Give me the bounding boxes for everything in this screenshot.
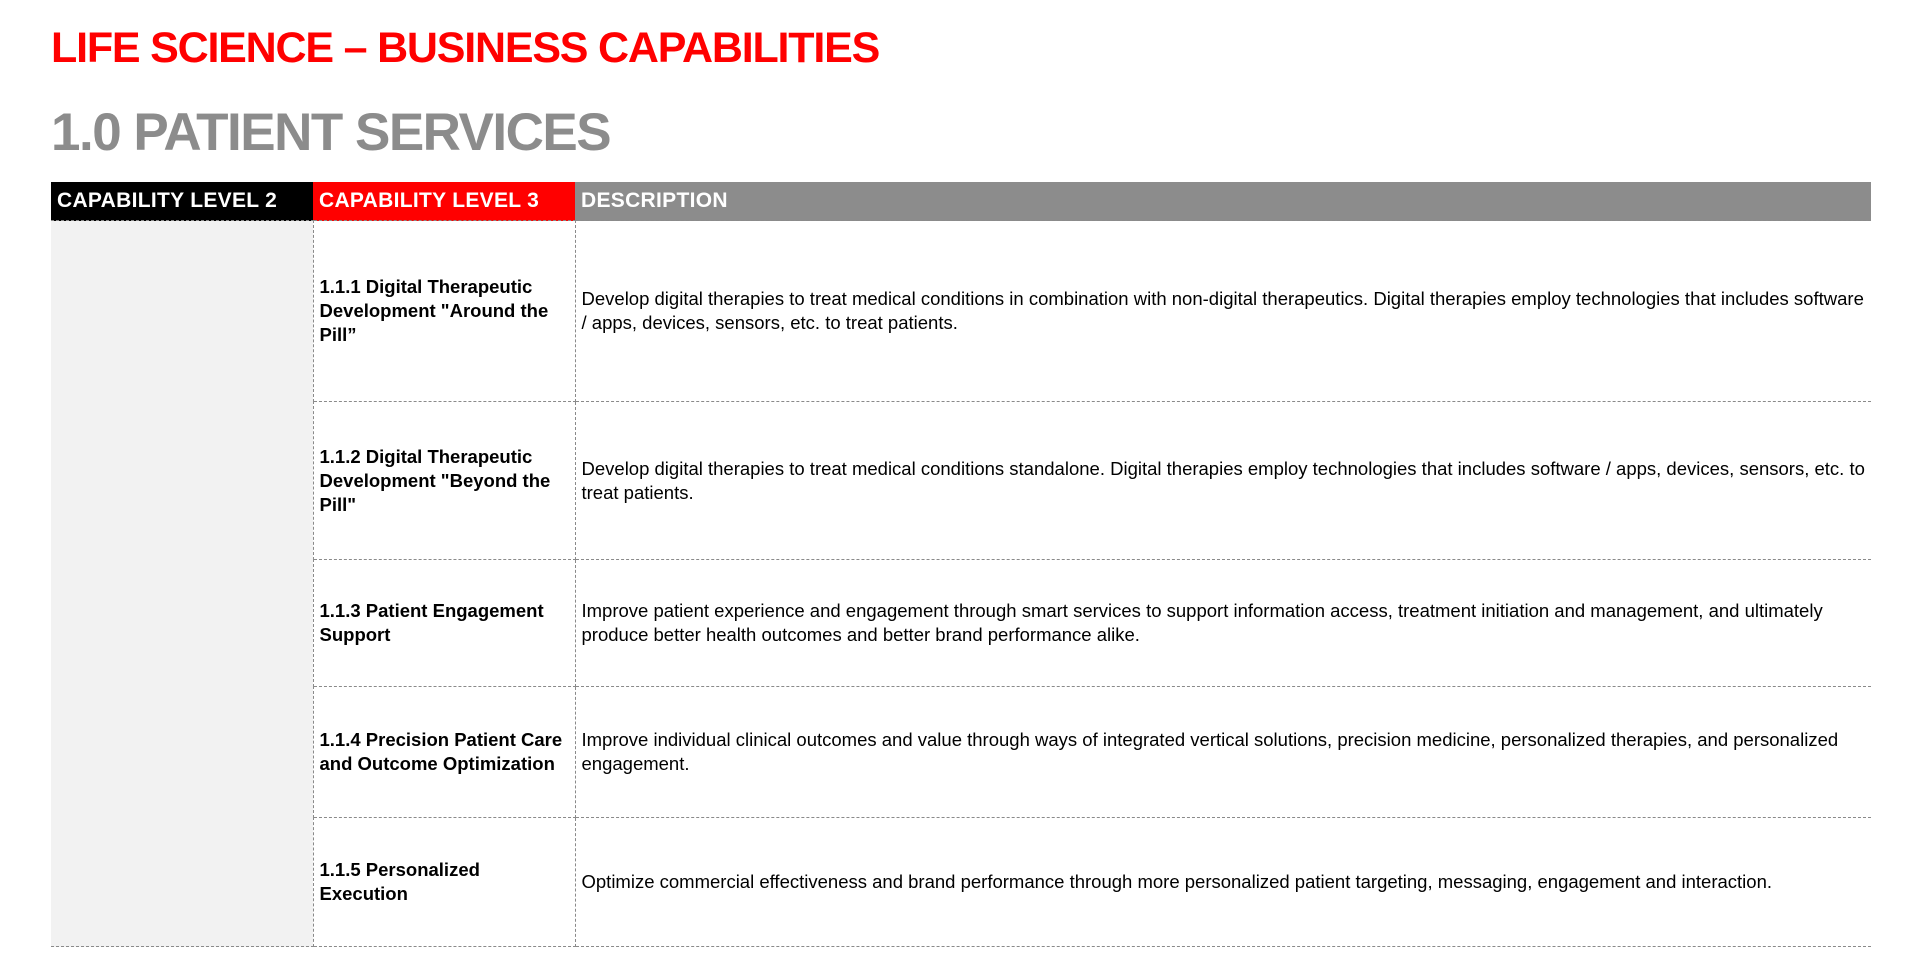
level3-cell: 1.1.2 Digital Therapeutic Development "B…	[313, 401, 576, 560]
page-title: LIFE SCIENCE – BUSINESS CAPABILITIES	[51, 24, 880, 72]
description-cell: Improve individual clinical outcomes and…	[575, 686, 1871, 818]
table-row: 1.1.3 Patient Engagement Support Improve…	[51, 559, 1871, 687]
table-header: CAPABILITY LEVEL 2 CAPABILITY LEVEL 3 DE…	[51, 182, 1871, 221]
table-row: 1.1.1 Digital Therapeutic Development "A…	[51, 220, 1871, 947]
section-title: 1.0 PATIENT SERVICES	[51, 103, 612, 162]
level3-cell: 1.1.1 Digital Therapeutic Development "A…	[313, 220, 576, 402]
description-cell: Optimize commercial effectiveness and br…	[575, 817, 1871, 947]
level3-cell: 1.1.3 Patient Engagement Support	[313, 559, 576, 687]
level2-cell	[51, 220, 314, 947]
description-cell: Improve patient experience and engagemen…	[575, 559, 1871, 687]
table-row: 1.1.2 Digital Therapeutic Development "B…	[51, 401, 1871, 560]
table-row: 1.1.5 Personalized Execution Optimize co…	[51, 817, 1871, 947]
column-header-level3: CAPABILITY LEVEL 3	[313, 182, 575, 221]
description-cell: Develop digital therapies to treat medic…	[575, 220, 1871, 402]
table-body: 1.1.1 Digital Therapeutic Development "A…	[51, 220, 1871, 947]
description-cell: Develop digital therapies to treat medic…	[575, 401, 1871, 560]
table-row: 1.1.4 Precision Patient Care and Outcome…	[51, 686, 1871, 818]
column-header-description: DESCRIPTION	[575, 182, 1871, 221]
capability-table: CAPABILITY LEVEL 2 CAPABILITY LEVEL 3 DE…	[51, 182, 1871, 947]
column-header-level2: CAPABILITY LEVEL 2	[51, 182, 313, 221]
level3-cell: 1.1.4 Precision Patient Care and Outcome…	[313, 686, 576, 818]
level3-cell: 1.1.5 Personalized Execution	[313, 817, 576, 947]
